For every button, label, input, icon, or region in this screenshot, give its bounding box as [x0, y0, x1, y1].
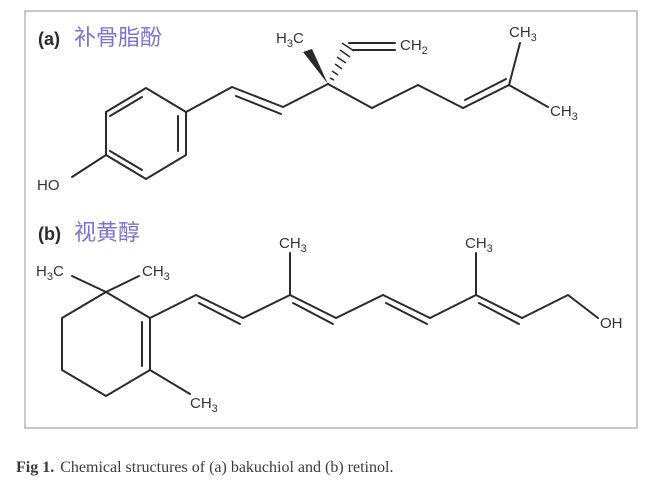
bond-chain-8-second [478, 302, 520, 325]
atom-label-h3c: H3C [276, 30, 304, 50]
bond-ar-c1 [185, 86, 233, 113]
bond-wedge-methyl [303, 49, 328, 84]
bond-chain-4-second [292, 302, 334, 325]
panel-a-label: (a) [38, 29, 60, 49]
panel-b-title: 视黄醇 [74, 220, 140, 245]
bond-ring-double-2 [109, 150, 143, 171]
bond-ch2-ch [417, 84, 464, 109]
atom-label-ch3-gem: CH3 [142, 263, 170, 283]
bond-c2-quaternary [282, 83, 329, 108]
bond-alkene-c1c2 [231, 86, 284, 108]
bond-chain-4 [289, 294, 337, 319]
atom-label-ch3-chain-2: CH3 [465, 235, 493, 255]
bond-c-ch2-1 [327, 83, 373, 109]
atom-label-ch3-chain-1: CH3 [279, 235, 307, 255]
bond-to-methyl-top [508, 42, 521, 86]
atom-label-ch2: CH2 [400, 37, 428, 57]
bond-gem-methyl-left [71, 275, 107, 293]
bond-chain-7 [429, 294, 477, 319]
atom-label-ho: HO [37, 177, 60, 194]
bond-ring-methyl [149, 369, 191, 395]
bond-chain-6 [382, 294, 431, 319]
atom-label-ch3-top: CH3 [509, 24, 537, 44]
bond-ch2-ch2 [371, 84, 419, 109]
bond-chain-3 [242, 294, 291, 319]
atom-label-ch3-end: CH3 [550, 103, 578, 123]
structure-retinol: (b) 视黄醇 H3C CH3 CH3 CH3 CH3 OH [36, 220, 623, 415]
bond-ring-double-3 [109, 96, 143, 117]
figure-border [24, 10, 638, 429]
panel-a-title: 补骨脂酚 [74, 25, 162, 50]
bond-to-methyl-end [508, 84, 549, 108]
atom-label-h3c: H3C [36, 263, 64, 283]
bond-chain-8 [475, 294, 523, 319]
bond-chain-1 [149, 294, 197, 319]
bond-tail-double-second [464, 78, 507, 101]
structure-bakuchiol: (a) 补骨脂酚 HO [37, 24, 578, 194]
figure-caption-label: Fig 1. [16, 459, 55, 476]
bond-gem-methyl-right [105, 275, 140, 293]
bond-chain-2-second [198, 302, 241, 325]
atom-label-oh: OH [600, 315, 623, 332]
bond-chain-9 [521, 294, 569, 319]
bond-alkene-c1c2-second [235, 95, 282, 115]
bond-c-oh [71, 154, 107, 178]
bond-chain-5 [335, 294, 384, 319]
bond-chain-2 [195, 294, 244, 319]
bond-chain-6-second [385, 302, 428, 325]
figure-caption: Fig 1. Chemical structures of (a) bakuchi… [16, 459, 393, 477]
atom-label-ch3-ring: CH3 [190, 395, 218, 415]
bond-chain-c-oh [567, 294, 599, 319]
bond-hash-vinyl [329, 42, 355, 81]
panel-b-label: (b) [38, 224, 61, 244]
figure-caption-text: Chemical structures of (a) bakuchiol and… [60, 459, 394, 476]
bond-tail-double [462, 84, 510, 109]
